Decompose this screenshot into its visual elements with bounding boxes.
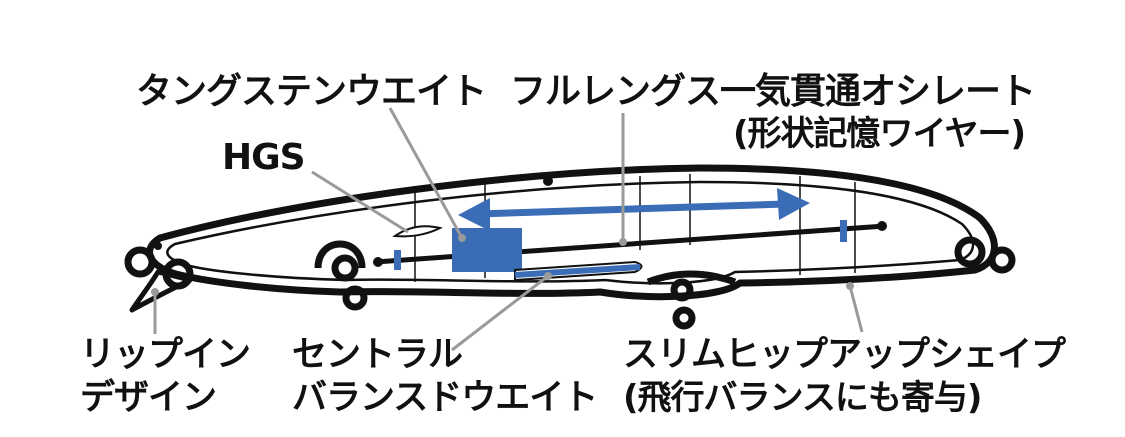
label-slim-hip-up-line2: (飛行バランスにも寄与) — [623, 378, 982, 418]
label-central-line2: バランスドウエイト — [292, 378, 598, 418]
hook-hanger-rear — [646, 270, 737, 330]
wire-collar-rear — [840, 220, 847, 242]
weight-travel-arrow — [458, 188, 810, 231]
label-lip-in-line2: デザイン — [80, 378, 217, 418]
label-shape-memory-wire: (形状記憶ワイヤー) — [733, 114, 1026, 154]
back-details — [154, 176, 553, 250]
label-lip-in-line1: リップイン — [80, 335, 251, 375]
label-tungsten-weight: タングステンウエイト — [136, 71, 487, 112]
lure-inner-outline — [166, 180, 975, 285]
line-tie-rear — [954, 236, 1016, 274]
line-tie-front — [124, 246, 194, 290]
wire-collar-front — [394, 250, 401, 270]
label-full-length-oscillate: フルレングス一気貫通オシレート — [510, 71, 1036, 112]
label-slim-hip-up-line1: スリムヒップアップシェイプ — [623, 335, 1066, 375]
label-hgs: HGS — [222, 137, 306, 178]
hook-hanger-front — [314, 240, 368, 311]
label-central-line1: セントラル — [292, 335, 463, 375]
leader-lines — [153, 107, 864, 352]
hgs-fin — [392, 225, 443, 238]
lip-shape — [129, 269, 193, 313]
